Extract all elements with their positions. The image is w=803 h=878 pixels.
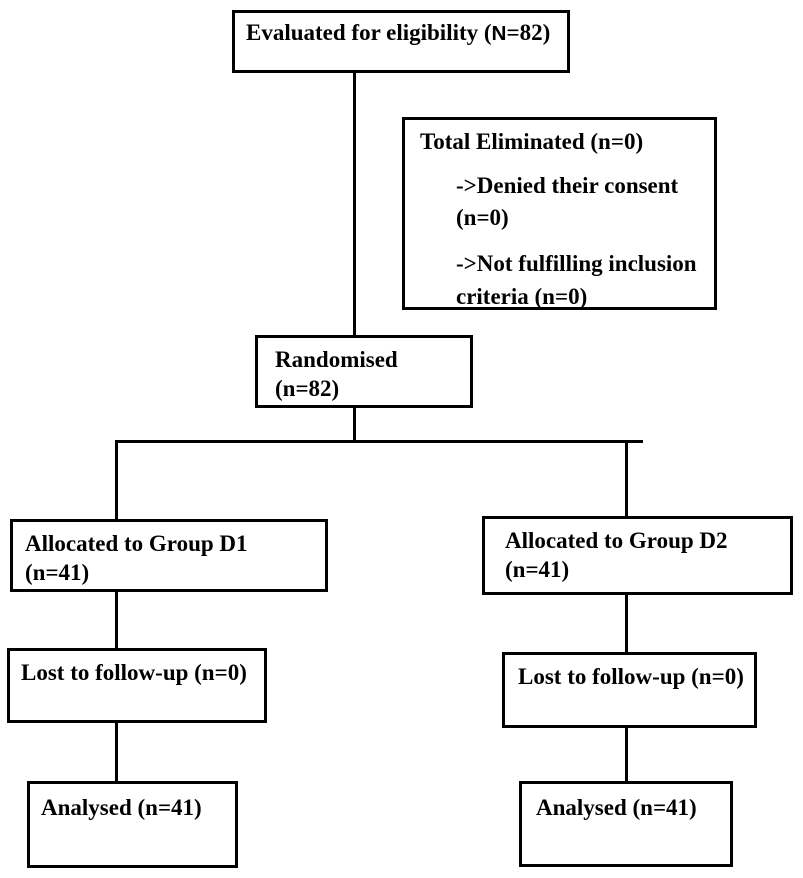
eliminated-box: Total Eliminated (n=0) ->Denied their co… [402, 117, 717, 310]
lost-followup-d2-label: Lost to follow-up (n=0) [518, 664, 744, 689]
eliminated-item-line: ->Denied their consent [456, 172, 679, 198]
allocated-group-d1-box: Allocated to Group D1 (n=41) [10, 519, 328, 592]
eligibility-label-prefix: Evaluated for eligibility ( [246, 20, 492, 45]
connector-branch-to-group-d1-line [115, 440, 118, 519]
connector-branch-to-group-d2-line [625, 440, 628, 516]
branch-horizontal-line [116, 440, 643, 443]
eliminated-item-line: criteria (n=0) [456, 283, 588, 309]
analysed-d1-box: Analysed (n=41) [27, 781, 238, 868]
connector-randomised-to-branch-line [353, 408, 356, 441]
analysed-d2-box: Analysed (n=41) [519, 781, 733, 867]
allocated-group-d2-label: Allocated to Group D2 (n=41) [505, 528, 728, 582]
analysed-d1-label: Analysed (n=41) [41, 795, 202, 820]
connector-d1-to-lost-line [115, 592, 118, 648]
connector-d1-lost-to-analysed-line [115, 723, 118, 781]
lost-followup-d1-label: Lost to follow-up (n=0) [21, 660, 247, 685]
connector-d2-lost-to-analysed-line [625, 728, 628, 781]
randomised-box: Randomised (n=82) [255, 335, 473, 408]
eligibility-box: Evaluated for eligibility (N=82) [232, 10, 570, 73]
lost-followup-d2-box: Lost to follow-up (n=0) [502, 652, 757, 728]
eligibility-label: Evaluated for eligibility (N=82) [246, 20, 550, 45]
allocated-group-d2-box: Allocated to Group D2 (n=41) [482, 516, 793, 595]
randomised-label: Randomised (n=82) [275, 347, 398, 401]
eliminated-item-denied-consent: ->Denied their consent (n=0) [456, 170, 700, 235]
eliminated-item-line: ->Not fulfilling inclusion [456, 251, 697, 277]
eliminated-item-line: (n=0) [456, 205, 509, 231]
eliminated-item-inclusion-criteria: ->Not fulfilling inclusion criteria (n=0… [456, 248, 700, 313]
eligibility-label-n: N [491, 22, 507, 45]
eliminated-title: Total Eliminated (n=0) [420, 129, 644, 154]
lost-followup-d1-box: Lost to follow-up (n=0) [7, 648, 267, 723]
connector-d2-to-lost-line [625, 595, 628, 652]
connector-eligibility-to-randomised-line [353, 72, 356, 335]
eligibility-label-suffix: =82) [506, 20, 551, 45]
allocated-group-d1-label: Allocated to Group D1 (n=41) [25, 531, 248, 585]
analysed-d2-label: Analysed (n=41) [536, 795, 697, 820]
